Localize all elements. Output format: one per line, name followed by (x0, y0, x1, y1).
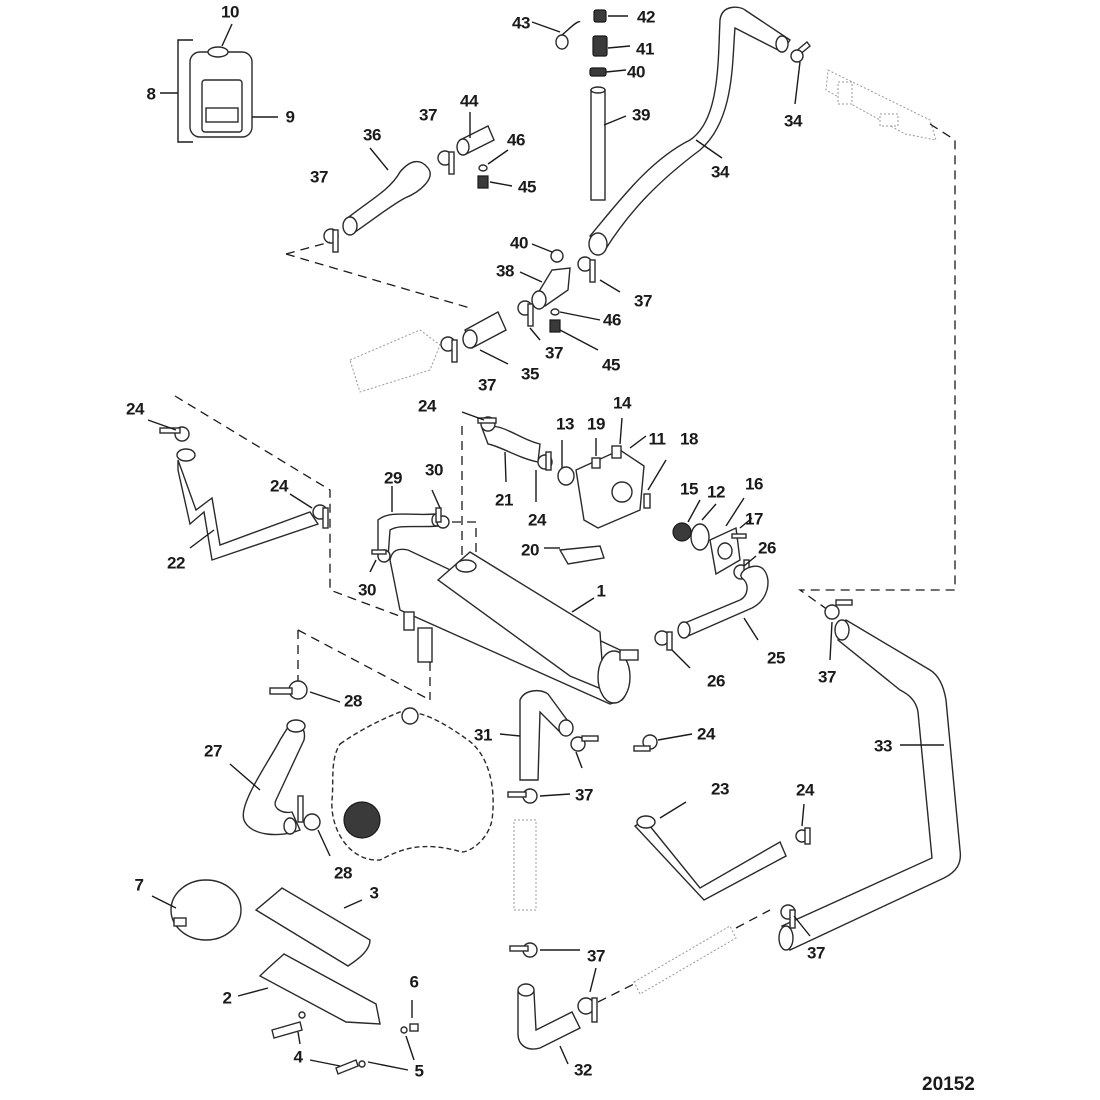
hose-clamps-37[interactable] (323, 150, 596, 363)
callout-34a: 34 (784, 111, 802, 131)
callout-32: 32 (574, 1060, 592, 1080)
hose-32[interactable] (509, 819, 771, 1065)
callout-37: 37 (818, 667, 836, 687)
callout-46: 46 (507, 130, 525, 150)
callout-24: 24 (126, 399, 144, 419)
callout-46: 46 (603, 310, 621, 330)
callout-24: 24 (270, 476, 288, 496)
callout-37: 37 (575, 785, 593, 805)
callout-41: 41 (636, 39, 654, 59)
callout-8: 8 (146, 84, 156, 104)
callout-17: 17 (745, 509, 763, 529)
hose-36[interactable] (342, 112, 495, 236)
callout-2: 2 (222, 988, 232, 1008)
callout-42: 42 (637, 7, 655, 27)
callout-4: 4 (293, 1047, 303, 1067)
callout-26: 26 (758, 538, 776, 558)
callout-24: 24 (796, 780, 814, 800)
hose-31[interactable] (499, 689, 599, 804)
hose-23[interactable] (633, 733, 811, 901)
callout-29: 29 (384, 468, 402, 488)
callout-30: 30 (425, 460, 443, 480)
callout-43: 43 (512, 13, 530, 33)
callout-40: 40 (510, 233, 528, 253)
hose-25[interactable] (654, 565, 769, 669)
callout-44: 44 (460, 91, 478, 111)
callout-21: 21 (495, 490, 513, 510)
callout-23: 23 (711, 779, 729, 799)
callout-12: 12 (707, 482, 725, 502)
callout-30: 30 (358, 580, 376, 600)
callout-37: 37 (310, 167, 328, 187)
callout-36: 36 (363, 125, 381, 145)
callout-37: 37 (634, 291, 652, 311)
callout-25: 25 (767, 648, 785, 668)
sea-water-pump-ghost (285, 241, 471, 393)
callout-34b: 34 (711, 162, 729, 182)
callout-24: 24 (697, 724, 715, 744)
callout-18: 18 (680, 429, 698, 449)
figure-number: 20152 (922, 1074, 975, 1095)
thermostat-housing-group[interactable] (369, 411, 757, 580)
exhaust-manifold-ghost (797, 69, 956, 611)
callout-22: 22 (167, 553, 185, 573)
callout-37: 37 (478, 375, 496, 395)
callout-31: 31 (474, 725, 492, 745)
callout-16: 16 (745, 474, 763, 494)
callout-15: 15 (680, 479, 698, 499)
callout-14: 14 (613, 393, 631, 413)
callout-6: 6 (409, 972, 419, 992)
callout-40: 40 (627, 62, 645, 82)
hose-27[interactable] (229, 680, 341, 857)
callout-37: 37 (545, 343, 563, 363)
tee-fitting-38[interactable] (462, 243, 621, 365)
callout-33: 33 (874, 736, 892, 756)
callout-45: 45 (518, 177, 536, 197)
fill-fitting-stack[interactable] (531, 9, 631, 201)
reservoir-assembly[interactable] (160, 23, 278, 143)
hose-34[interactable] (588, 6, 811, 256)
callout-9: 9 (285, 107, 295, 127)
callout-3: 3 (369, 883, 379, 903)
bracket-hardware[interactable] (151, 879, 419, 1075)
callout-28: 28 (334, 863, 352, 883)
callout-24: 24 (528, 510, 546, 530)
drain-fittings[interactable] (477, 149, 601, 351)
callout-20: 20 (521, 540, 539, 560)
callout-13: 13 (556, 414, 574, 434)
callout-1: 1 (596, 581, 606, 601)
callout-26: 26 (707, 671, 725, 691)
hose-22[interactable] (147, 395, 411, 621)
callout-35: 35 (521, 364, 539, 384)
circulating-pump (331, 707, 494, 861)
callout-27: 27 (204, 741, 222, 761)
callout-38: 38 (496, 261, 514, 281)
callout-28: 28 (344, 691, 362, 711)
callout-37: 37 (807, 943, 825, 963)
callout-7: 7 (134, 875, 144, 895)
callout-37: 37 (419, 105, 437, 125)
callout-37: 37 (587, 946, 605, 966)
heat-exchanger[interactable] (297, 548, 639, 705)
callout-24: 24 (418, 396, 436, 416)
hose-33[interactable] (778, 599, 962, 951)
callout-5: 5 (414, 1061, 424, 1081)
callout-19: 19 (587, 414, 605, 434)
callout-11: 11 (648, 429, 666, 449)
callout-10: 10 (221, 2, 239, 22)
callout-45: 45 (602, 355, 620, 375)
callout-39: 39 (632, 105, 650, 125)
